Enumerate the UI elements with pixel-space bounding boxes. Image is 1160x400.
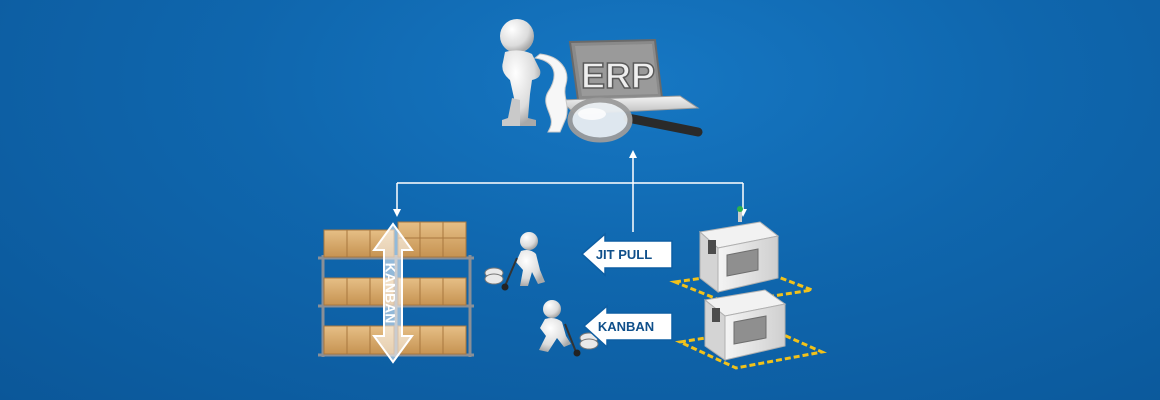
kanban-arrow: KANBAN [582,304,673,349]
3d-figure-icon [500,19,541,126]
jit-pull-arrow: JIT PULL [580,232,673,277]
production-machine-icon [698,206,780,294]
box-stack-top [323,221,467,258]
box-stack-middle [323,277,467,306]
hand-truck-icon [484,257,518,291]
worker-lower [539,300,599,357]
3d-figure-icon [516,232,545,286]
paper-roll-icon [533,53,568,133]
kanban-arrow-label: KANBAN [598,319,654,334]
worker-upper [484,232,545,291]
kanban-vertical-arrow: KANBAN [372,222,414,364]
erp-screen-label: ERP [581,55,655,96]
3d-figure-icon [539,300,571,352]
kanban-vertical-label: KANBAN [382,263,398,324]
production-machine-icon [703,289,787,361]
hand-truck-icon [564,323,599,357]
magnifying-glass-icon [567,97,703,143]
erp-connector-lines [393,150,747,232]
production-line [669,206,828,370]
pallet-rack-icon: KANBAN [318,221,474,364]
erp-group: ERP [500,19,703,143]
jit-pull-label: JIT PULL [596,247,652,262]
